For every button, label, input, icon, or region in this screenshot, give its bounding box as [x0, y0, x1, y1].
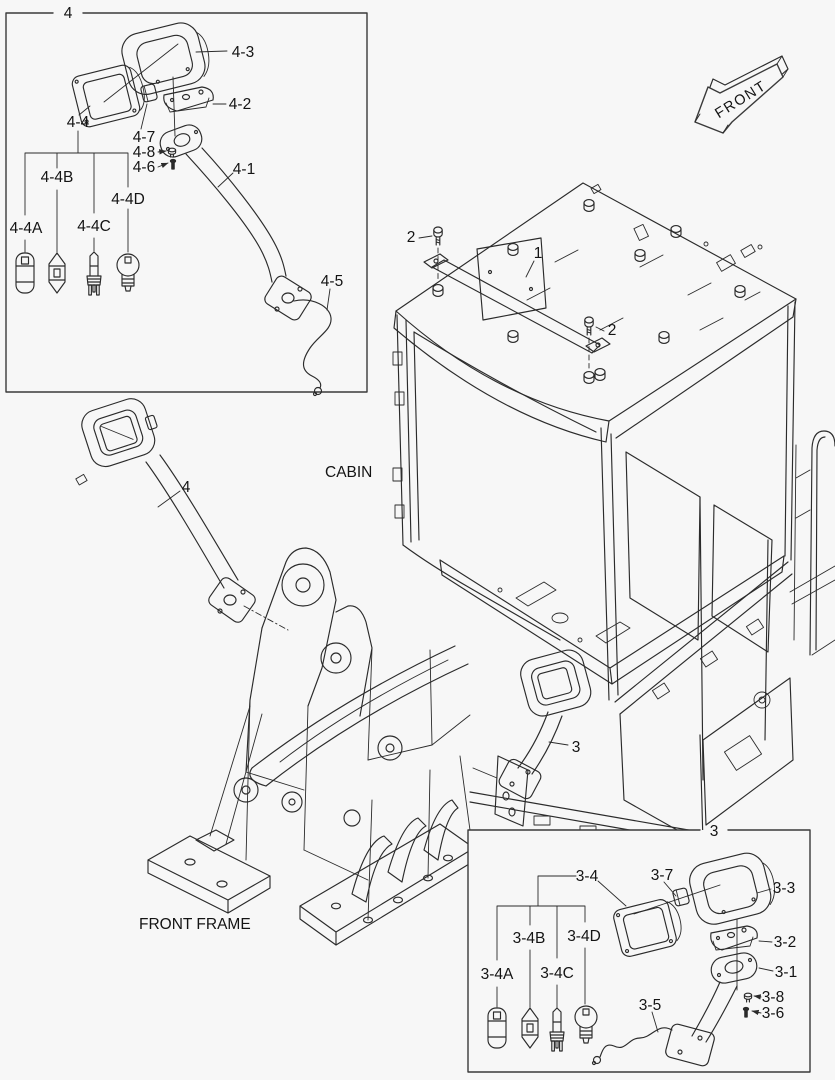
label-4-4: 4-4 [67, 114, 90, 131]
part-4-5-harness [293, 299, 332, 397]
label-3-2: 3-2 [774, 934, 796, 951]
label-3-7: 3-7 [651, 867, 673, 884]
leader-3-8 [753, 994, 762, 1000]
label-3-4B: 3-4B [513, 930, 546, 947]
part-4-1-arm [159, 124, 312, 321]
front-frame-view: FRONT FRAME [139, 547, 475, 946]
frame-towers [233, 547, 473, 881]
lamp-3-mount-plate [472, 755, 529, 827]
part-4-2-bracket [163, 86, 214, 113]
label-4-4C: 4-4C [77, 218, 111, 235]
label-4-2: 4-2 [229, 96, 251, 113]
detail-box-3: 3 [467, 823, 811, 1073]
part-4-7-knob [140, 83, 158, 103]
callout-bracket: 1 [534, 245, 543, 262]
part-3-7-knob [672, 887, 690, 907]
label-3-3: 3-3 [773, 880, 795, 897]
label-4-4D: 4-4D [111, 191, 145, 208]
label-3-1: 3-1 [775, 964, 797, 981]
bolt-alignment-lines [437, 247, 590, 369]
installed-lamp-assembly-3: 3 [472, 649, 592, 827]
part-3-2-bracket [710, 925, 758, 951]
bulb-tree-lines-3 [496, 875, 586, 1009]
lamp-3-leader [548, 741, 569, 746]
frame-base-left [147, 705, 271, 914]
bulb-tree-lines-4 [24, 130, 129, 253]
callout-bolt-left: 2 [407, 229, 416, 246]
label-4-4B: 4-4B [41, 169, 74, 186]
part-3-1-arm [665, 952, 758, 1067]
front-arrow: FRONT [694, 55, 789, 134]
callout-leader-lines [418, 235, 605, 332]
lamp-4-leader [157, 490, 181, 508]
cabin-body [392, 301, 835, 844]
label-3-6: 3-6 [762, 1005, 784, 1022]
part-3-5-harness [591, 1027, 673, 1066]
cabin-view: 2 1 2 CABIN [75, 182, 835, 844]
label-4-4A: 4-4A [10, 220, 43, 237]
leader-lines-box3 [597, 880, 774, 1033]
detail-box-3-title: 3 [710, 823, 719, 840]
detail-box-4-title: 4 [64, 5, 73, 22]
part-3-3-bezel [689, 852, 775, 925]
label-3-4C: 3-4C [540, 965, 574, 982]
frame-base-right [299, 769, 475, 946]
label-3-4D: 3-4D [567, 928, 601, 945]
front-arrow-face [694, 63, 784, 134]
label-4-6: 4-6 [133, 159, 155, 176]
detail-box-3-border [467, 829, 811, 1073]
lamp-3-arm [517, 711, 563, 775]
lamp-4-mount-line [243, 605, 289, 631]
detail-box-4-border [5, 12, 368, 393]
part-4-4-lamp [71, 64, 145, 128]
loader-boom [249, 645, 469, 787]
leader-4-8 [157, 149, 167, 155]
lamp-4-arm-base [208, 577, 256, 623]
label-4-8: 4-8 [133, 144, 155, 161]
label-3-4A: 3-4A [481, 966, 514, 983]
lamp-4-arm [145, 454, 239, 589]
callout-lamp-assy-center: 3 [572, 739, 581, 756]
leader-lines-box4 [78, 50, 331, 311]
assembly-alignment-lines-4 [103, 43, 179, 137]
cabin-callouts: 2 1 2 CABIN [325, 229, 616, 481]
leader-4-6 [157, 162, 169, 169]
roof-fittings [633, 223, 763, 272]
label-3-4: 3-4 [576, 868, 599, 885]
label-4-3: 4-3 [232, 44, 254, 61]
lamp-3-arm-base [498, 758, 542, 800]
label-4-5: 4-5 [321, 273, 343, 290]
callout-lamp-assy-left: 4 [182, 479, 191, 496]
leader-3-6 [751, 1009, 762, 1016]
roof-bolt-right [584, 316, 594, 336]
part-4-3-bezel [121, 22, 210, 95]
installed-lamp-assembly-4: 4 [81, 398, 289, 631]
roof-bolt-left [433, 226, 443, 246]
front-frame-caption: FRONT FRAME [139, 916, 251, 933]
label-3-8: 3-8 [762, 989, 784, 1006]
lamp-3-bezel [520, 649, 592, 717]
label-3-5: 3-5 [639, 997, 661, 1014]
cabin-caption: CABIN [325, 464, 372, 481]
callout-bolt-right: 2 [608, 322, 617, 339]
label-4-1: 4-1 [233, 161, 255, 178]
label-4-7: 4-7 [133, 129, 155, 146]
lamp-4-bezel [81, 398, 158, 468]
detail-box-4: 4 [5, 5, 368, 397]
